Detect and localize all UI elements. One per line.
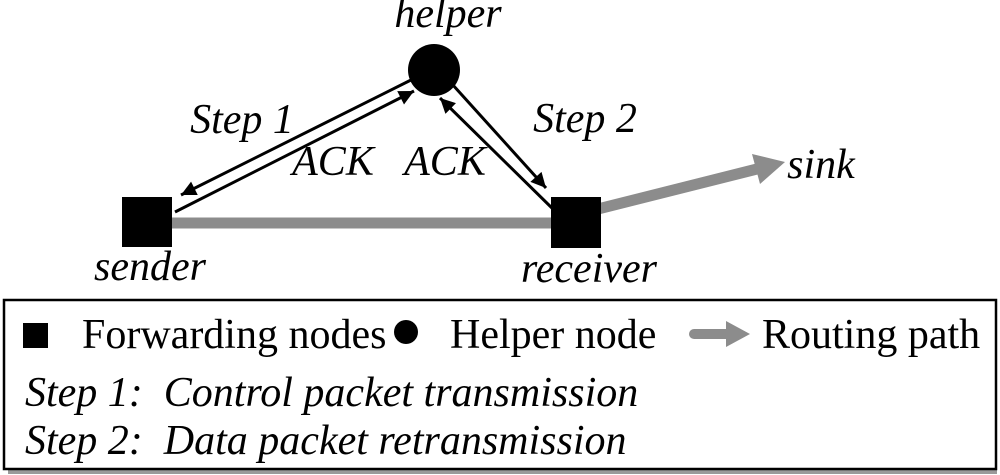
- legend-routing-path-label: Routing path: [762, 312, 980, 358]
- ack-left-label: ACK: [289, 139, 376, 185]
- edge-sender-to-helper-ack: [174, 89, 415, 214]
- edge-receiver-to-helper-ack: [438, 96, 558, 214]
- sender-label: sender: [94, 244, 207, 290]
- step1-edge-label: Step 1: [190, 97, 294, 143]
- routing-path-icon-head: [726, 321, 750, 347]
- receiver-node: [551, 197, 601, 248]
- forwarding-nodes-square-icon: [23, 323, 48, 348]
- legend-box-shadow: [8, 470, 997, 474]
- helper-node: [408, 44, 460, 96]
- edge-helper-to-receiver: [450, 82, 548, 190]
- routing-path-receiver-to-sink: [588, 163, 759, 217]
- routing-path-arrowhead-icon: [752, 154, 785, 184]
- sender-node: [122, 197, 172, 247]
- helper-label: helper: [394, 0, 502, 37]
- legend-box: [2, 298, 998, 471]
- ack-right-label: ACK: [401, 139, 488, 185]
- receiver-label: receiver: [521, 246, 658, 292]
- legend-note-step1: Step 1: Control packet transmission: [25, 370, 638, 416]
- legend-helper-node-label: Helper node: [450, 312, 656, 358]
- routing-path-arrow-icon: [689, 321, 750, 347]
- sink-label: sink: [787, 142, 856, 188]
- helper-node-circle-icon: [394, 320, 418, 344]
- legend-forwarding-nodes-label: Forwarding nodes: [82, 312, 386, 358]
- step2-edge-label: Step 2: [533, 96, 637, 142]
- edge-helper-to-sender: [180, 78, 412, 197]
- legend-note-step2: Step 2: Data packet retransmission: [25, 418, 627, 464]
